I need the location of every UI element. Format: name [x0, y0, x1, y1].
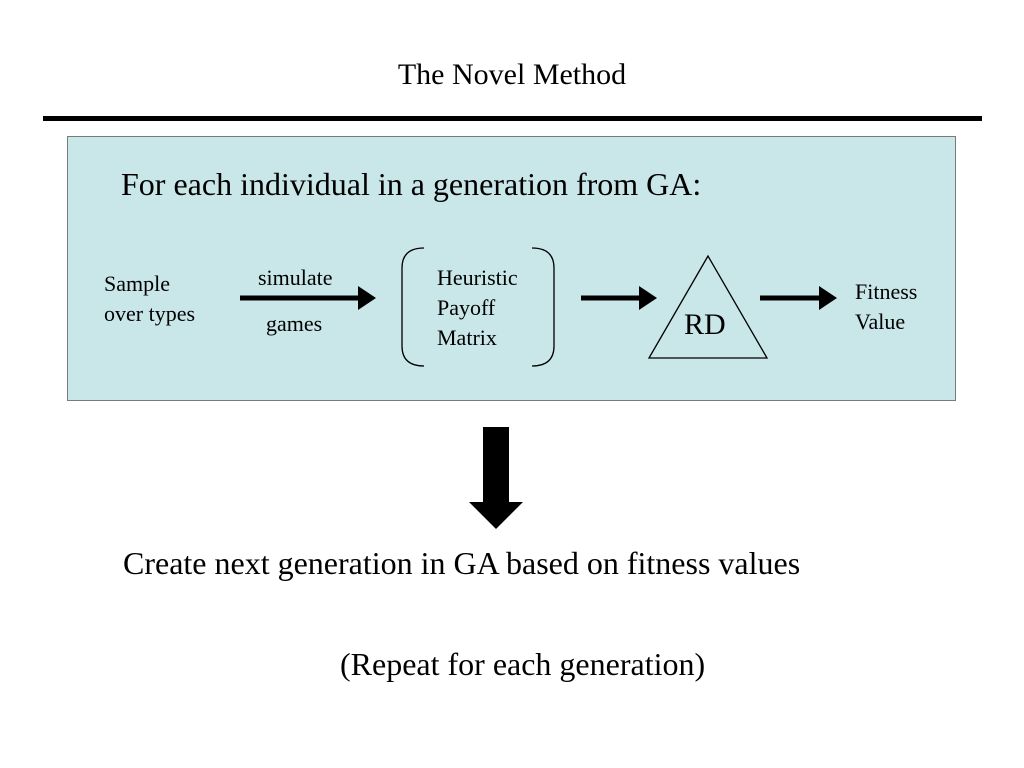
simulate-label: simulate	[258, 265, 333, 290]
repeat-note: (Repeat for each generation)	[340, 646, 706, 682]
matrix-right-bracket	[531, 247, 555, 367]
fitness-label-line-2: Value	[855, 309, 906, 334]
arrow-to-rd	[581, 286, 657, 310]
arrow-simulate	[240, 286, 376, 310]
rd-label: RD	[684, 308, 726, 341]
title-divider	[43, 116, 982, 121]
slide-title: The Novel Method	[397, 58, 627, 91]
fitness-value-label: Fitness Value	[855, 277, 917, 337]
payoff-matrix-label: Heuristic Payoff Matrix	[437, 263, 518, 353]
sample-label: Sample over types	[104, 269, 195, 329]
next-generation-text: Create next generation in GA based on fi…	[123, 545, 801, 581]
rd-triangle	[647, 254, 769, 359]
sample-label-line-1: Sample	[104, 271, 170, 296]
down-arrow	[469, 427, 523, 529]
fitness-label-line-1: Fitness	[855, 279, 918, 304]
matrix-label-line-1: Heuristic	[437, 265, 518, 290]
sample-label-line-2: over types	[104, 301, 196, 326]
matrix-left-bracket	[401, 247, 425, 367]
games-label: games	[266, 311, 323, 336]
arrow-to-fitness	[760, 286, 837, 310]
loop-heading: For each individual in a generation from…	[121, 166, 702, 202]
matrix-label-line-2: Payoff	[437, 295, 496, 320]
process-box	[67, 136, 956, 401]
matrix-label-line-3: Matrix	[437, 325, 497, 350]
